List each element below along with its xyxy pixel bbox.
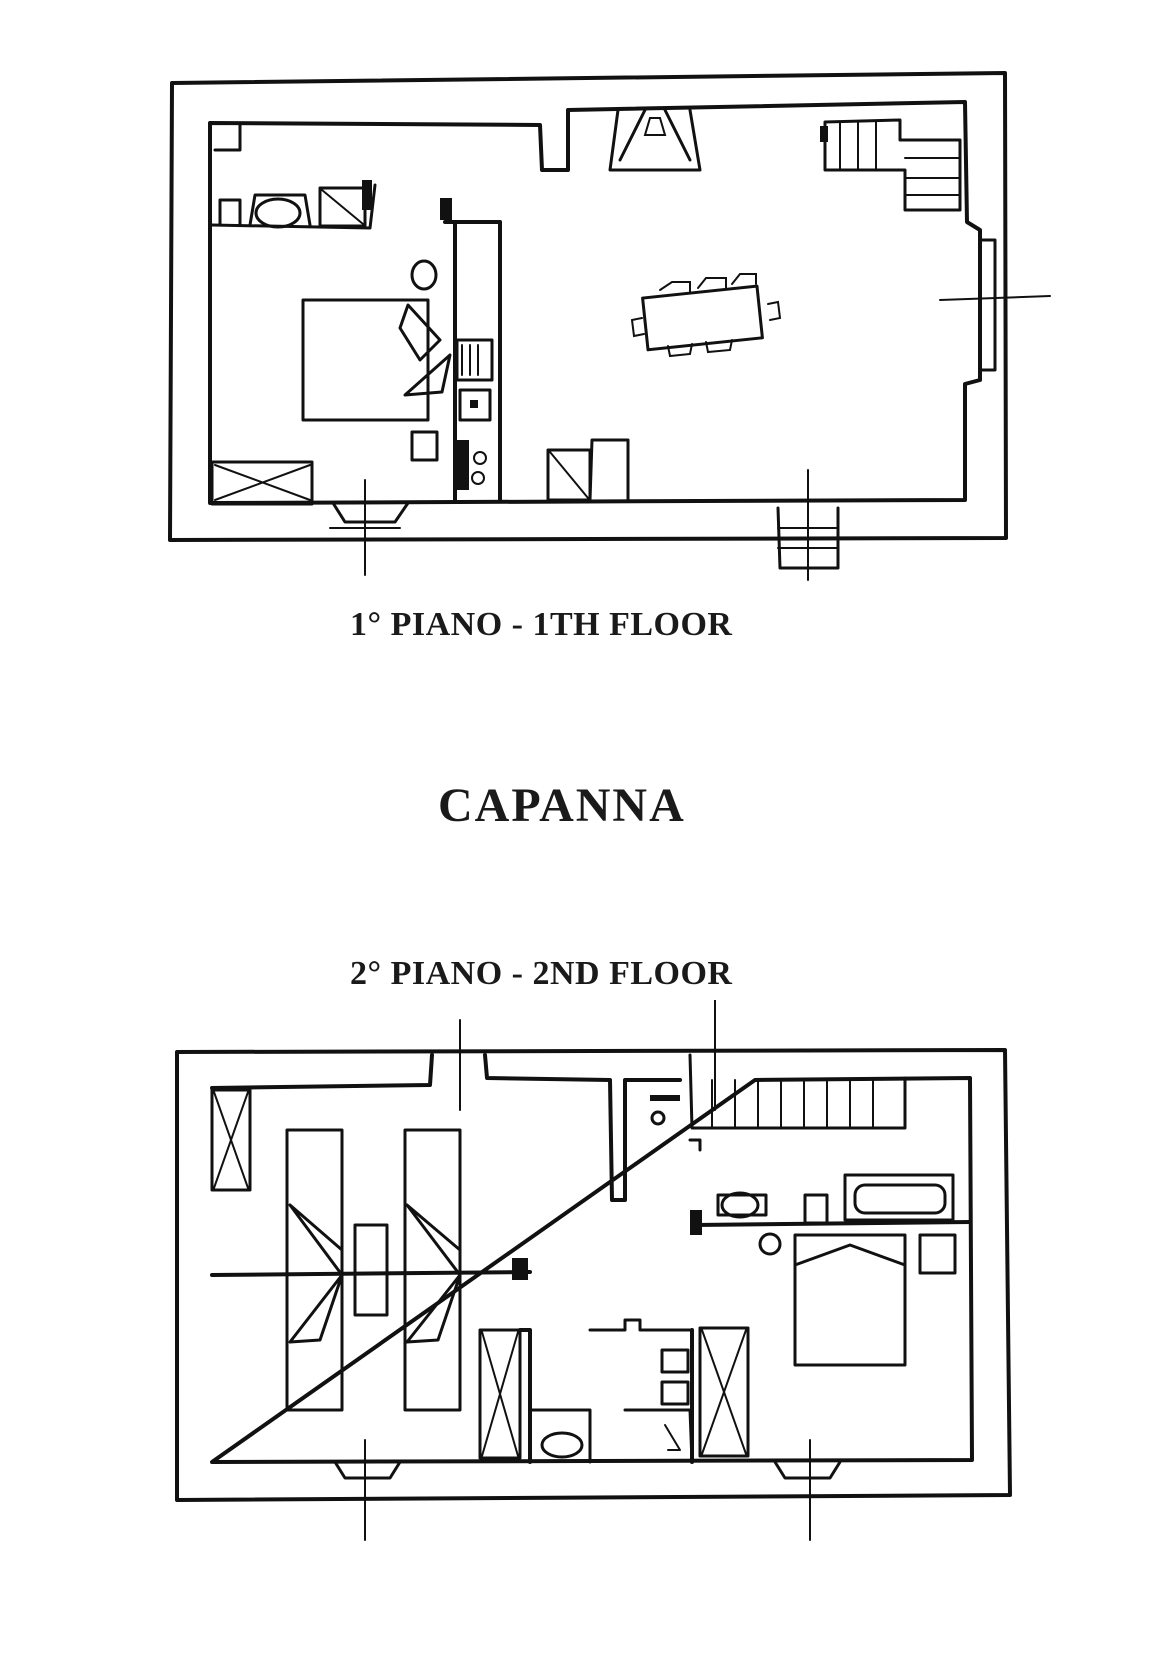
first-floor-plan [168,71,1051,581]
page-title: CAPANNA [438,779,686,832]
counter [210,183,377,230]
inner-wall [210,1053,974,1464]
oven [458,388,492,422]
wardrobe [210,1088,252,1192]
partition [693,1220,972,1227]
nightstand [918,1233,957,1275]
dining-table [641,284,764,352]
wardrobe [210,460,314,506]
wardrobe [478,1328,522,1460]
partition [518,1328,532,1464]
door-swing [288,1203,344,1277]
single-bed [285,1128,344,1412]
nightstand [410,430,439,462]
cabinet [660,1348,690,1374]
entrance-step [331,501,410,524]
door-swing [405,1203,462,1277]
sink-icon [254,197,302,229]
window-step [333,1460,402,1480]
staircase [688,1053,907,1130]
window-step [773,1460,842,1480]
nightstand [353,1223,389,1317]
window [978,238,997,372]
door-swing [403,353,452,397]
toilet-icon [720,1191,760,1219]
chair [410,259,438,291]
door-swing [405,1273,462,1344]
inner-wall [208,100,982,505]
staircase [823,118,962,212]
bed [301,298,430,422]
fireplace [608,108,702,172]
partition [443,220,502,502]
single-bed [403,1128,462,1412]
wardrobe [698,1326,750,1458]
second-floor-label: 2° PIANO - 2ND FLOOR [350,955,733,992]
double-bed [793,1233,907,1367]
bidet [803,1193,829,1225]
toilet-icon [540,1431,584,1459]
partition [210,1270,532,1277]
outer-wall [175,1048,1012,1502]
second-floor-plan [175,1000,1012,1541]
bathtub [843,1173,955,1222]
door-swing [288,1273,344,1344]
outer-wall [168,71,1008,542]
axis-line [939,295,1051,301]
appliance [218,198,242,227]
door-swing [398,303,442,362]
cabinet [660,1380,690,1406]
first-floor-label: 1° PIANO - 1TH FLOOR [350,606,733,643]
fridge [455,338,494,382]
